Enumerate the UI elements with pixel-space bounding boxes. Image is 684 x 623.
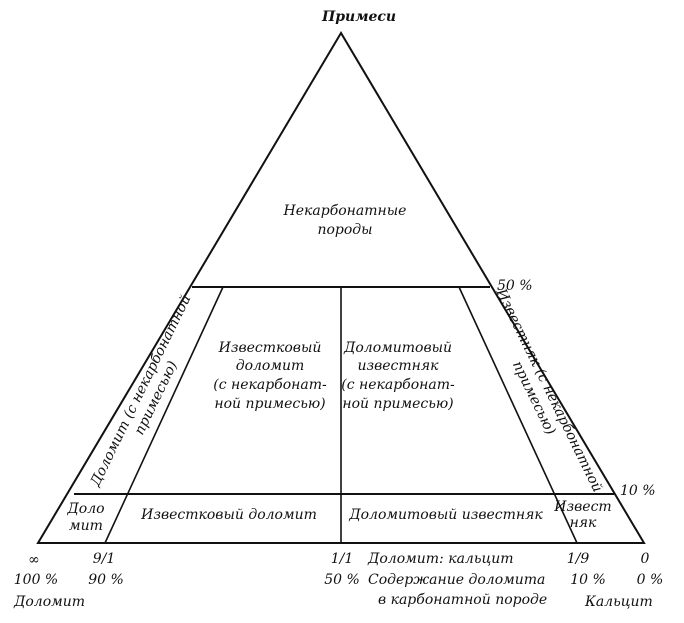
region-calc-dolomite-bottom: Известковый доломит (140, 507, 317, 523)
region-dolomite-bottom-line2: мит (69, 518, 103, 534)
region-dolomite-impurity: Доломит (с некарбонатной примесью) (87, 292, 194, 489)
region-calc-dolomite-line2: доломит (236, 358, 305, 374)
axis-ratio-0: 0 (641, 551, 650, 567)
region-limestone-impurity-line1: Известняк (с некарбонатной (492, 285, 605, 494)
axis-ratio-9-1: 9/1 (93, 551, 116, 567)
level-label-10: 10 % (620, 483, 656, 499)
level-label-50: 50 % (497, 278, 533, 294)
region-limestone-bottom-line2: няк (570, 515, 597, 531)
region-dol-limestone-line2: известняк (357, 358, 439, 374)
region-dol-limestone-line4: ной примесью) (342, 396, 453, 412)
region-limestone-impurity: Известняк (с некарбонатной примесью) (492, 285, 605, 494)
axis-percent-10: 10 % (570, 572, 606, 588)
axis-percent-90: 90 % (88, 572, 124, 588)
region-calc-dolomite-line3: (с некарбонат- (213, 377, 327, 393)
line-ratio-1-9 (458, 286, 578, 544)
axis-ratio-1-9: 1/9 (567, 551, 590, 567)
axis-percent-caption-line2: в карбонатной породе (378, 592, 547, 608)
axis-left-end-label: Доломит (13, 594, 85, 610)
region-limestone-bottom-line1: Извест (553, 499, 611, 515)
axis-percent-100: 100 % (14, 572, 58, 588)
axis-ratio-infinity: ∞ (28, 552, 40, 568)
region-noncarbonate-line2: породы (317, 222, 372, 238)
axis-percent-50: 50 % (324, 572, 360, 588)
region-dolomite-bottom-line1: Доло (66, 501, 104, 517)
region-dolomite-impurity-line1: Доломит (с некарбонатной (87, 292, 194, 489)
region-calc-dolomite-line4: ной примесью) (214, 396, 325, 412)
region-calc-dolomite-line1: Известковый (218, 340, 322, 356)
axis-percent-caption-line1: Содержание доломита (368, 572, 545, 588)
axis-right-end-label: Кальцит (584, 594, 653, 610)
region-dol-limestone-line3: (с некарбонат- (341, 377, 455, 393)
line-ratio-9-1 (104, 286, 224, 544)
axis-percent-0: 0 % (637, 572, 664, 588)
region-dol-limestone-bottom: Доломитовый известняк (348, 507, 543, 523)
axis-ratio-1-1: 1/1 (331, 551, 354, 567)
region-noncarbonate-line1: Некарбонатные (283, 203, 407, 219)
axis-ratio-caption: Доломит: кальцит (367, 551, 514, 567)
apex-label: Примеси (321, 9, 396, 25)
region-dol-limestone-line1: Доломитовый (343, 340, 452, 356)
